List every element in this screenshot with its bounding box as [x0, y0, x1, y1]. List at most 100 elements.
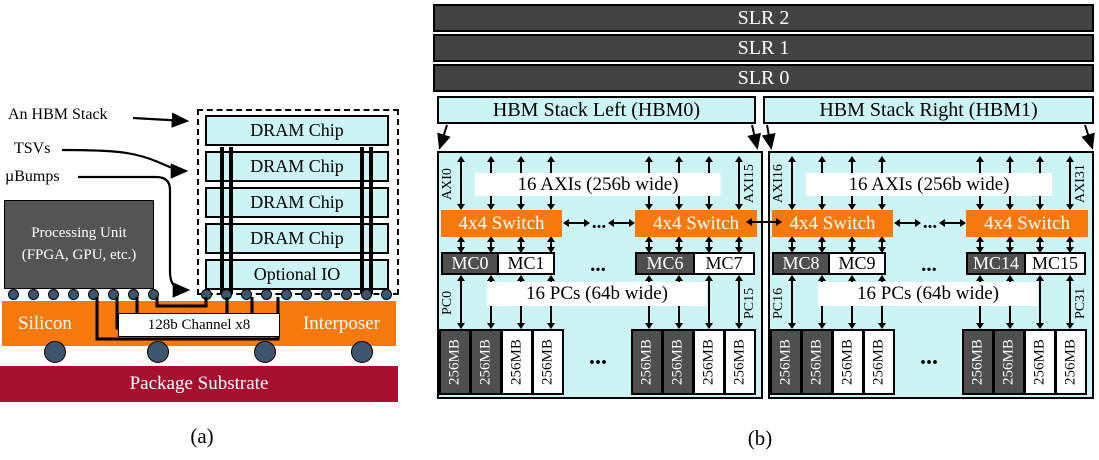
- micro-bump: [260, 288, 272, 300]
- micro-bump: [87, 288, 99, 300]
- switch-mc-arrow: [734, 236, 743, 253]
- slr-bar: SLR 1: [433, 34, 1094, 62]
- memory-bank-box: 256MB: [770, 329, 802, 395]
- cross-stack-switch-link-arrow: [746, 217, 782, 226]
- axi-arrow: [734, 156, 743, 210]
- ellipsis: ...: [920, 344, 938, 370]
- memory-bank-box: 256MB: [439, 329, 471, 395]
- c4-bump: [351, 341, 373, 363]
- switch-link-arrow: [563, 218, 590, 227]
- axi-switch-box: 4x4 Switch: [635, 210, 757, 237]
- memory-bank-box: 256MB: [801, 329, 833, 395]
- expansion-line: [1081, 124, 1095, 150]
- micro-bump: [240, 288, 252, 300]
- processing-unit-line2: (FPGA, GPU, etc.): [21, 247, 137, 263]
- expansion-line: [437, 124, 451, 150]
- processing-unit-box: Processing Unit (FPGA, GPU, etc.): [4, 200, 154, 289]
- memory-controller-box: MC0: [441, 252, 499, 275]
- switch-mc-arrow: [1065, 236, 1074, 253]
- axi-switch-box: 4x4 Switch: [772, 210, 893, 237]
- switch-mc-arrow: [877, 236, 886, 253]
- switch-mc-arrow: [817, 236, 826, 253]
- pc-port-label: PC15: [742, 287, 757, 319]
- hbm-stack-callout-label: An HBM Stack: [8, 106, 108, 123]
- dram-chip-layer: DRAM Chip: [205, 115, 389, 146]
- slr-bar: SLR 2: [433, 4, 1094, 32]
- memory-bank-box: 256MB: [532, 329, 564, 395]
- pc-port-label: PC0: [440, 290, 455, 316]
- package-substrate-bar: Package Substrate: [0, 366, 398, 402]
- hbm-stack-left-bar: HBM Stack Left (HBM0): [437, 96, 756, 124]
- memory-bank-box: 256MB: [693, 329, 725, 395]
- tsv-line: [220, 147, 224, 294]
- micro-bump: [320, 288, 332, 300]
- micro-bump: [360, 288, 372, 300]
- caption-b: (b): [747, 426, 773, 450]
- switch-mc-arrow: [847, 236, 856, 253]
- memory-controller-box: MC9: [828, 252, 886, 275]
- dram-chip-layer: DRAM Chip: [205, 187, 389, 218]
- pc-port-label: PC31: [1073, 287, 1088, 319]
- tsv-line: [360, 147, 364, 294]
- expansion-line: [747, 124, 761, 150]
- hbm-panel-right: AXI16 AXI31 16 AXIs (256b wide) 4x4 Swit…: [768, 151, 1094, 399]
- memory-bank-box: 256MB: [832, 329, 864, 395]
- switch-link-arrow: [608, 218, 635, 227]
- caption-a: (a): [190, 424, 214, 448]
- axi-bus-label: 16 AXIs (256b wide): [475, 173, 721, 196]
- ellipsis: ...: [591, 212, 607, 233]
- axi-arrow: [456, 156, 465, 210]
- axi-switch-box: 4x4 Switch: [441, 210, 562, 237]
- micro-bump: [147, 288, 159, 300]
- ellipsis: ...: [921, 252, 937, 276]
- memory-controller-box: MC7: [693, 252, 755, 275]
- hbm-stack-right-bar: HBM Stack Right (HBM1): [763, 96, 1094, 124]
- switch-mc-arrow: [644, 236, 653, 253]
- processing-unit-line1: Processing Unit: [31, 225, 127, 241]
- tsv-line: [369, 147, 373, 294]
- micro-bump: [200, 288, 212, 300]
- switch-mc-arrow: [1035, 236, 1044, 253]
- memory-controller-box: MC6: [635, 252, 695, 275]
- channel-label: 128b Channel x8: [118, 313, 280, 337]
- memory-controller-box: MC15: [1024, 252, 1086, 275]
- dram-chip-layer: DRAM Chip: [205, 151, 389, 182]
- axi-port-label: AXI0: [440, 168, 455, 200]
- optional-io-layer: Optional IO: [205, 259, 389, 290]
- switch-link-arrow: [939, 218, 966, 227]
- memory-bank-box: 256MB: [662, 329, 694, 395]
- switch-mc-arrow: [516, 236, 525, 253]
- pc-arrow: [456, 275, 465, 329]
- switch-mc-arrow: [546, 236, 555, 253]
- micro-bump: [107, 288, 119, 300]
- pc-arrow: [1065, 275, 1074, 329]
- micro-bump: [220, 288, 232, 300]
- pc-arrow: [704, 275, 713, 329]
- micro-bump: [340, 288, 352, 300]
- micro-bump: [127, 288, 139, 300]
- memory-bank-box: 256MB: [1055, 329, 1087, 395]
- switch-mc-arrow: [456, 236, 465, 253]
- memory-bank-box: 256MB: [631, 329, 663, 395]
- micro-bump: [380, 288, 392, 300]
- memory-bank-box: 256MB: [724, 329, 756, 395]
- micro-bump: [67, 288, 79, 300]
- ellipsis: ...: [590, 252, 606, 276]
- axi-switch-box: 4x4 Switch: [966, 210, 1088, 237]
- c4-bump: [147, 341, 169, 363]
- hbm-panel-left: AXI0 AXI15 16 AXIs (256b wide) 4x4 Switc…: [437, 151, 763, 399]
- axi-port-label: AXI16: [771, 164, 786, 204]
- micro-bump: [47, 288, 59, 300]
- micro-bump: [7, 288, 19, 300]
- memory-bank-box: 256MB: [993, 329, 1025, 395]
- memory-bank-box: 256MB: [1024, 329, 1056, 395]
- dram-chip-layer: DRAM Chip: [205, 223, 389, 254]
- memory-controller-box: MC1: [497, 252, 555, 275]
- memory-controller-box: MC14: [966, 252, 1026, 275]
- switch-mc-arrow: [674, 236, 683, 253]
- axi-arrow: [1065, 156, 1074, 210]
- axi-bus-label: 16 AXIs (256b wide): [806, 173, 1052, 196]
- switch-mc-arrow: [486, 236, 495, 253]
- interposer-label-right: Interposer: [302, 312, 380, 334]
- pc-arrow: [787, 275, 796, 329]
